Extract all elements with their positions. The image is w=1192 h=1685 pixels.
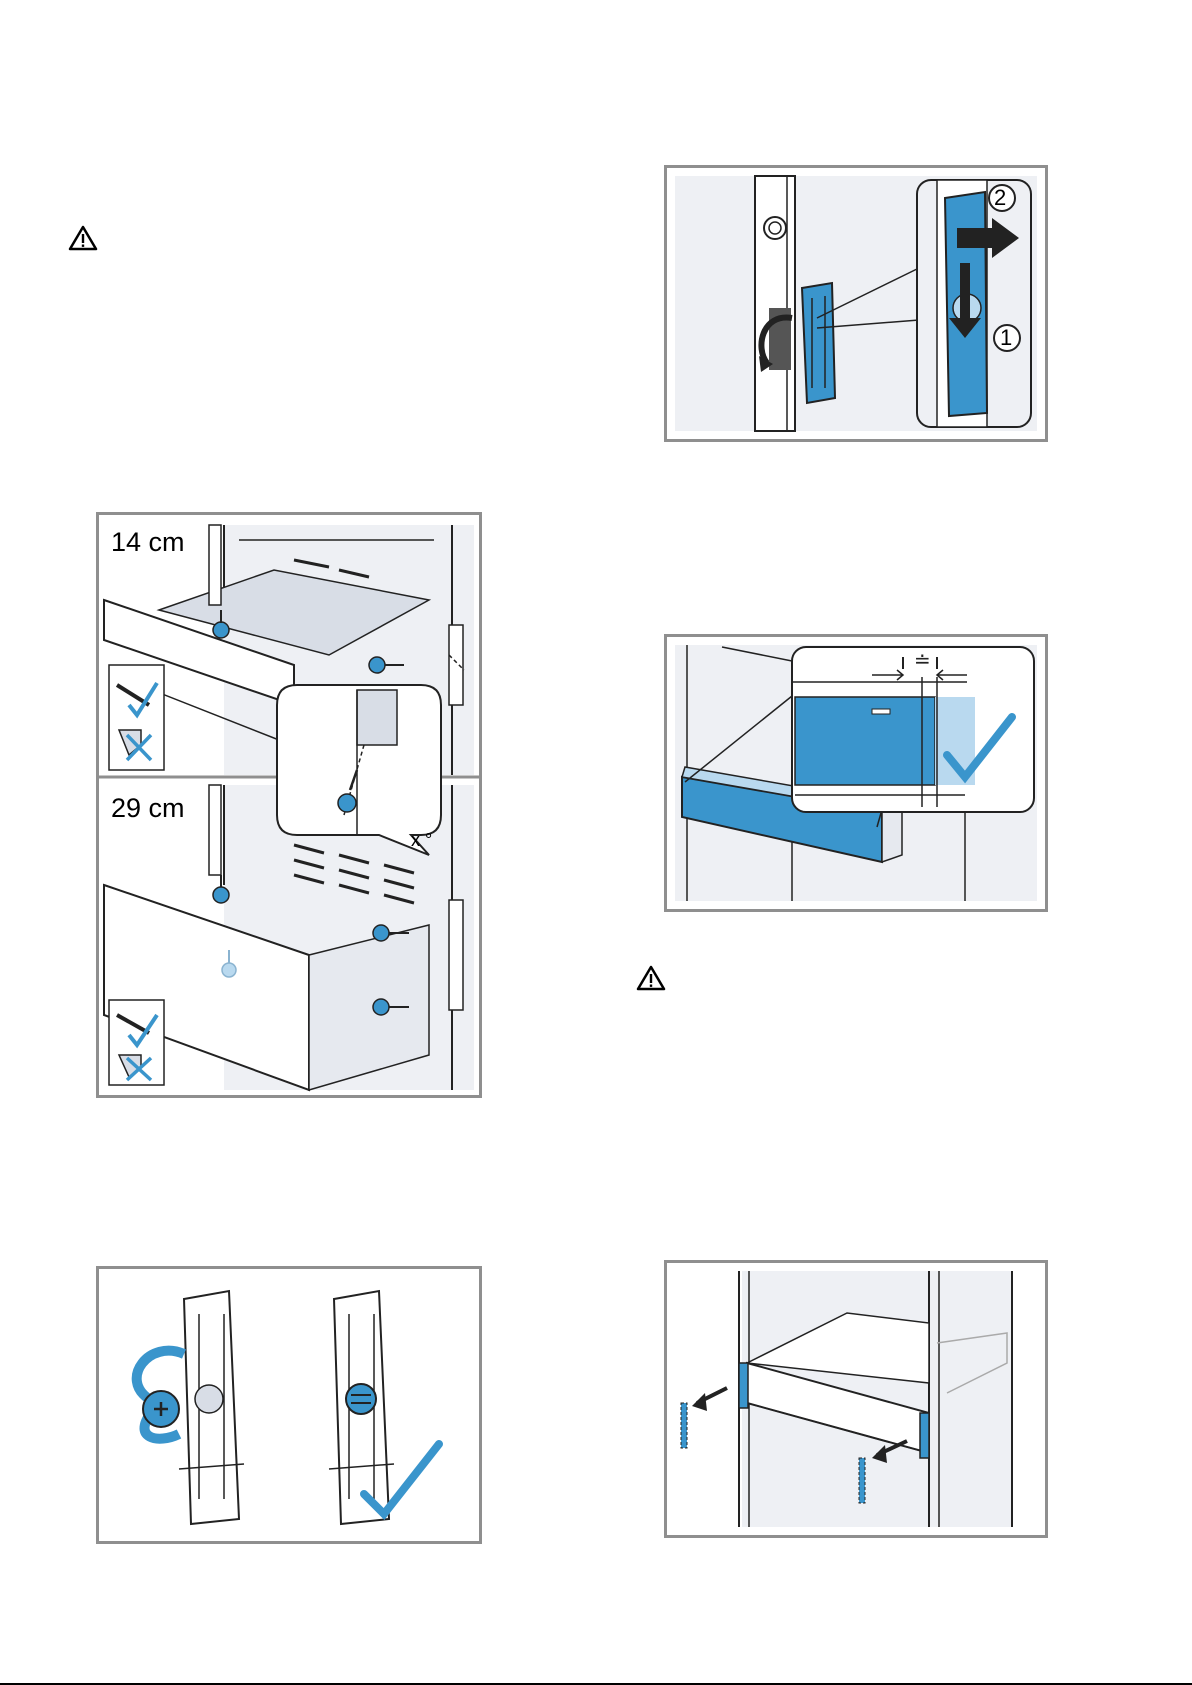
warning-triangle-icon — [68, 225, 98, 251]
step-1-label: 1 — [1000, 325, 1012, 351]
height-14cm-label: 14 cm — [111, 527, 185, 558]
warning-triangle-icon — [636, 965, 666, 991]
step-2-label: 2 — [994, 185, 1006, 211]
svg-text:≐: ≐ — [914, 648, 931, 672]
drawer-screw-mounting-illustration: 14 cm 29 cm x ° — [96, 512, 482, 1098]
bracket-screw-tightening-illustration — [96, 1266, 482, 1544]
angle-label: x ° — [411, 830, 432, 851]
bracket-release-illustration: 2 1 — [664, 165, 1048, 442]
trim-strip-removal-illustration — [664, 1260, 1048, 1538]
panel-alignment-illustration: ≐ — [664, 634, 1048, 912]
height-29cm-label: 29 cm — [111, 793, 185, 824]
